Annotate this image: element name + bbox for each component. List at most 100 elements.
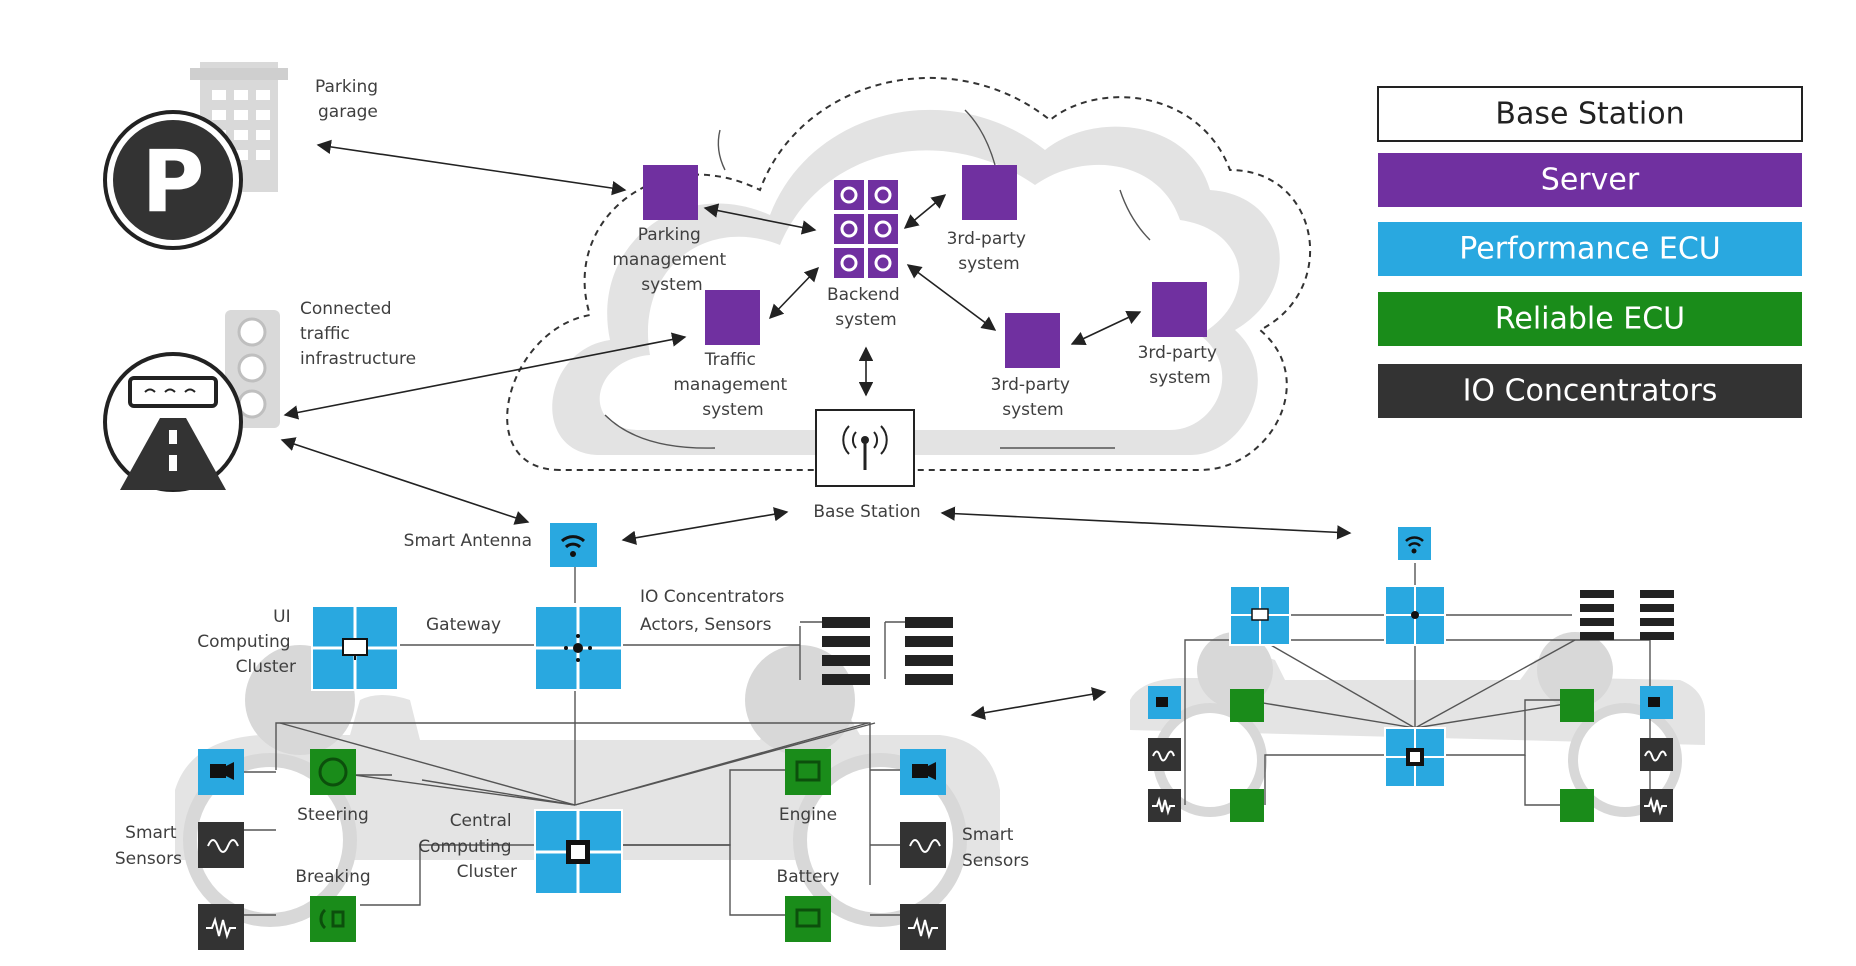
legend-base-station-swatch [1377, 86, 1803, 142]
wifi-icon [560, 535, 586, 557]
waveform-icon [908, 916, 938, 940]
connection-arrows [280, 139, 1352, 720]
traffic-infrastructure-label: Connected traffic infrastructure [300, 299, 416, 369]
third-party-system-b: 3rd-party system [991, 313, 1076, 420]
reliable-ecus-b [1230, 689, 1594, 822]
legend-reliable-ecu-swatch [1378, 292, 1802, 346]
camera-icon [1156, 697, 1168, 707]
arrow-vehicle-to-vehicle [970, 687, 1107, 720]
battery-label: Battery [777, 867, 840, 887]
legend-server: Server [1378, 153, 1802, 207]
monitor-icon [342, 638, 368, 660]
cloud-accent-line [604, 414, 716, 449]
network-hub-icon [1411, 611, 1419, 619]
reliable-ecu-node [310, 749, 356, 795]
parking-garage: P Parking garage [103, 62, 378, 250]
io-concentrators-label: IO Concentrators Actors, Sensors [640, 587, 790, 635]
engine-icon [795, 760, 821, 782]
engine-ecu: Engine [779, 749, 837, 825]
steering-label: Steering [297, 805, 369, 825]
server-node [1152, 282, 1207, 337]
arrow-third-party-b-c [1070, 311, 1142, 345]
arrow-traffic-antenna [280, 437, 530, 525]
radio-tower-icon [842, 425, 888, 470]
legend: Base Station Server Performance ECU Reli… [1377, 86, 1803, 418]
road-sign-icon [103, 352, 243, 492]
waveform-icon [1644, 796, 1667, 816]
steering-wheel-icon [318, 757, 348, 787]
wifi-icon [1405, 536, 1424, 554]
reliable-ecu-node [1230, 689, 1264, 722]
vehicle-a: Smart Antenna UI Computing Cluster [115, 523, 1029, 950]
steering-ecu: Steering [297, 749, 369, 825]
base-station-label: Base Station [813, 502, 920, 522]
legend-io-concentrators: IO Concentrators [1378, 364, 1802, 418]
reliable-ecu-node [785, 896, 831, 942]
breaking-label: Breaking [295, 867, 370, 887]
legend-base-station: Base Station [1377, 86, 1803, 142]
parking-sign-icon: P [103, 110, 243, 250]
waveform-icon [206, 916, 236, 940]
legend-server-swatch [1378, 153, 1802, 207]
server-node [962, 165, 1017, 220]
legend-reliable-ecu: Reliable ECU [1378, 292, 1802, 346]
arrow-traffic-backend [769, 266, 819, 320]
arrow-base-station-vehicle-b [940, 506, 1352, 540]
cloud-accent-line [1119, 189, 1151, 241]
third-party-c-label: 3rd-party system [1138, 343, 1223, 388]
legend-io-concentrators-swatch [1378, 364, 1802, 418]
smart-antenna-label: Smart Antenna [404, 531, 532, 551]
third-party-b-label: 3rd-party system [991, 375, 1076, 420]
traffic-management-label: Traffic management system [673, 350, 792, 420]
sensors-b [1148, 686, 1673, 822]
third-party-system-c: 3rd-party system [1138, 282, 1223, 388]
ui-computing-cluster-b [1229, 585, 1291, 646]
gateway-b [1384, 585, 1446, 646]
io-concentrators-b [1580, 590, 1674, 640]
smart-antenna-b [1398, 527, 1431, 560]
traffic-management-system: Traffic management system [673, 290, 792, 420]
server-node [643, 165, 698, 220]
backend-label: Backend system [827, 285, 905, 330]
waveform-icon [1152, 796, 1175, 816]
io-concentrators-a: IO Concentrators Actors, Sensors [640, 587, 953, 685]
base-station: Base Station [813, 409, 921, 522]
smart-sensors-left-label: Smart Sensors [115, 823, 182, 869]
legend-performance-ecu-swatch [1378, 222, 1802, 276]
network-hub-icon [564, 634, 592, 662]
backend-system: Backend system [827, 180, 905, 330]
sensor-node [900, 822, 946, 868]
gateway-label: Gateway [426, 615, 501, 635]
battery-ecu: Battery [777, 867, 840, 942]
brake-icon [319, 908, 345, 930]
radar-icon [1152, 750, 1175, 762]
cloud-accent-line [717, 129, 726, 171]
radar-icon [909, 839, 941, 853]
legend-performance-ecu-label: Performance ECU [1459, 232, 1721, 267]
smart-sensors-left: Smart Sensors [115, 749, 244, 950]
central-computing-cluster: Central Computing Cluster [418, 809, 623, 895]
gear-grid-icon [834, 180, 898, 278]
arrow-parking-garage [316, 139, 627, 196]
parking-management-label: Parking management system [612, 225, 731, 295]
reliable-ecu-node [785, 749, 831, 795]
arrow-traffic-infrastructure [283, 332, 687, 420]
vehicle-b [1130, 527, 1705, 822]
smart-sensors-right-label: Smart Sensors [962, 825, 1029, 871]
camera-icon [1648, 697, 1660, 707]
server-node [705, 290, 760, 345]
reliable-ecu-node [1230, 789, 1264, 822]
arrow-backend-third-party-a [903, 194, 947, 229]
server-node [1005, 313, 1060, 368]
legend-performance-ecu: Performance ECU [1378, 222, 1802, 276]
battery-icon [795, 908, 821, 928]
legend-io-concentrators-label: IO Concentrators [1463, 374, 1718, 409]
legend-reliable-ecu-label: Reliable ECU [1495, 302, 1685, 337]
arrow-backend-third-party-b [906, 264, 997, 331]
legend-base-station-label: Base Station [1495, 97, 1684, 132]
monitor-icon [1251, 608, 1269, 621]
smart-antenna: Smart Antenna [404, 523, 597, 567]
cloud-accent-line [964, 109, 996, 166]
engine-label: Engine [779, 805, 837, 825]
